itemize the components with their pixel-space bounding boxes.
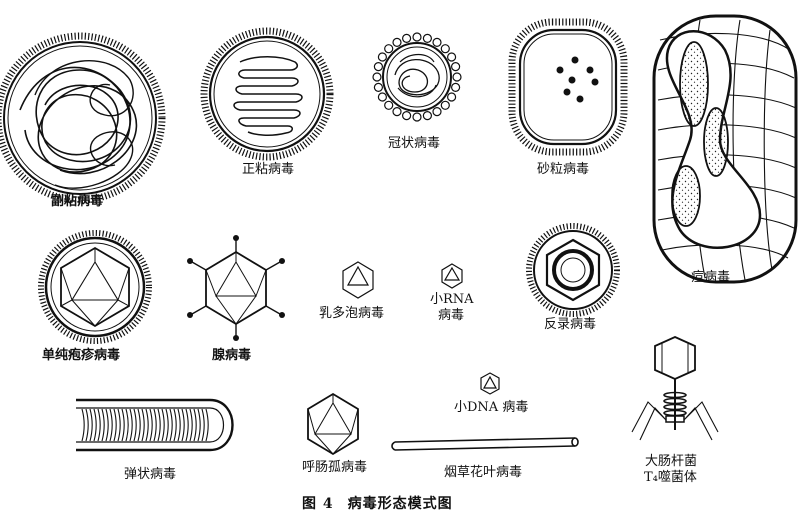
figure-caption: 图 4 病毒形态模式图 xyxy=(302,497,453,512)
label-variola-virus: 痘病毒 xyxy=(691,270,731,285)
label-rhabdovirus: 弹状病毒 xyxy=(124,467,177,482)
coronavirus-drawing xyxy=(372,32,462,122)
label-coronavirus: 冠状病毒 xyxy=(388,136,441,151)
label-paramyxovirus: 副粘病毒 xyxy=(51,194,104,209)
label-arenavirus: 砂粒病毒 xyxy=(537,162,590,177)
herpes-virus-drawing xyxy=(38,230,152,344)
figure-number: 图 4 xyxy=(302,496,334,512)
label-adenovirus: 腺病毒 xyxy=(212,348,252,363)
small-dna-virus-drawing xyxy=(480,372,500,395)
small-rna-virus-drawing xyxy=(441,263,463,289)
label-tobacco-mosaic-virus: 烟草花叶病毒 xyxy=(444,465,523,480)
adenovirus-drawing xyxy=(187,235,285,341)
label-small-dna-virus: 小DNA 病毒 xyxy=(454,400,529,415)
papovavirus-drawing xyxy=(342,261,374,299)
t4-phage-drawing xyxy=(631,336,719,441)
tobacco-mosaic-virus-drawing xyxy=(391,437,579,451)
label-t4-line2: T₄噬菌体 xyxy=(644,470,697,485)
label-retrovirus: 反录病毒 xyxy=(544,317,597,332)
label-small-rna-line2: 病毒 xyxy=(438,308,465,323)
arenavirus-drawing xyxy=(508,18,628,156)
retrovirus-drawing xyxy=(526,223,620,317)
paramyxovirus-drawing xyxy=(0,32,166,204)
label-papovavirus: 乳多泡病毒 xyxy=(319,306,385,321)
label-herpes-virus: 单纯疱疹病毒 xyxy=(42,348,121,363)
variola-virus-drawing xyxy=(652,14,798,284)
label-small-rna-line1: 小RNA xyxy=(430,292,474,307)
orthomyxovirus-drawing xyxy=(200,27,334,161)
figure-title: 病毒形态模式图 xyxy=(347,496,453,512)
rhabdovirus-drawing xyxy=(76,398,234,452)
label-orthomyxovirus: 正粘病毒 xyxy=(242,162,295,177)
label-t4-line1: 大肠杆菌 xyxy=(645,454,698,469)
label-reovirus: 呼肠孤病毒 xyxy=(302,460,368,475)
reovirus-drawing xyxy=(307,392,359,456)
